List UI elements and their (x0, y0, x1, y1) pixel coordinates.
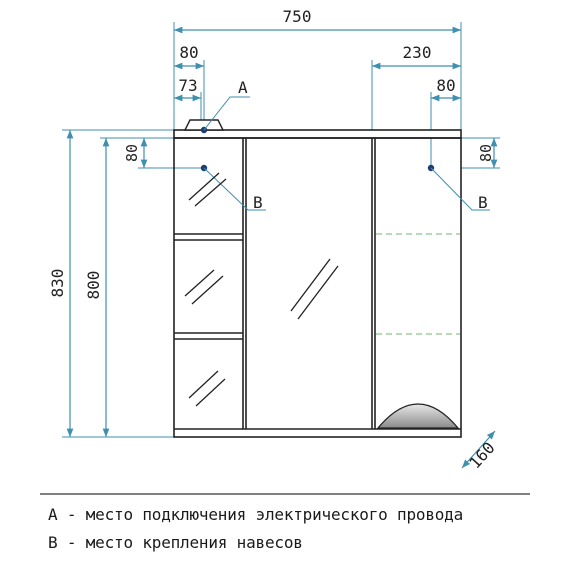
dim-80-left-label: 80 (179, 43, 198, 62)
leader-lines (203, 96, 490, 211)
marker-b-right-label: B (478, 193, 488, 212)
dim-750-label: 750 (283, 7, 312, 26)
dim-800-label: 800 (84, 271, 103, 300)
dim-230-label: 230 (403, 43, 432, 62)
cabinet-outline (173, 129, 462, 438)
dim-160-label: 160 (465, 438, 498, 472)
mirror-hatching (184, 172, 339, 407)
arch-cutout (376, 403, 460, 429)
dim-80-vright-label: 80 (477, 144, 495, 162)
top-panel (173, 129, 462, 139)
dimension-lines (66, 26, 498, 469)
dim-73-label: 73 (178, 76, 197, 95)
cabinet-body (173, 137, 462, 438)
dim-160-line (461, 430, 496, 469)
glass-shelves (376, 233, 460, 335)
dim-80-vleft-label: 80 (123, 144, 141, 162)
marker-b-left-label: B (253, 193, 263, 212)
dim-830-label: 830 (48, 269, 67, 298)
legend-line-a: A - место подключения электрического про… (48, 505, 464, 524)
legend-line-b: B - место крепления навесов (48, 533, 303, 552)
socket-box (183, 119, 225, 131)
dim-80-right-label: 80 (436, 76, 455, 95)
extension-lines (62, 22, 500, 438)
marker-a-label: A (238, 78, 248, 97)
